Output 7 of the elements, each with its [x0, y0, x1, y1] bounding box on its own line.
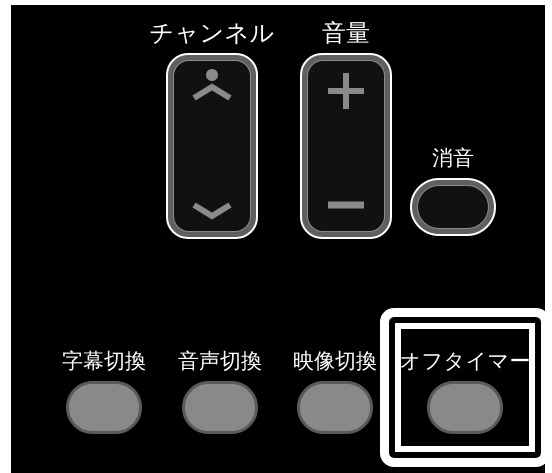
button-label: 映像切換 [293, 348, 377, 375]
button-label: 音声切換 [178, 348, 262, 375]
button-label: 音量 [322, 18, 370, 48]
button-label: 字幕切換 [62, 348, 146, 375]
button-label: オフタイマー [400, 348, 530, 375]
button-label: 消音 [432, 145, 474, 172]
button-label: チャンネル [150, 18, 274, 48]
